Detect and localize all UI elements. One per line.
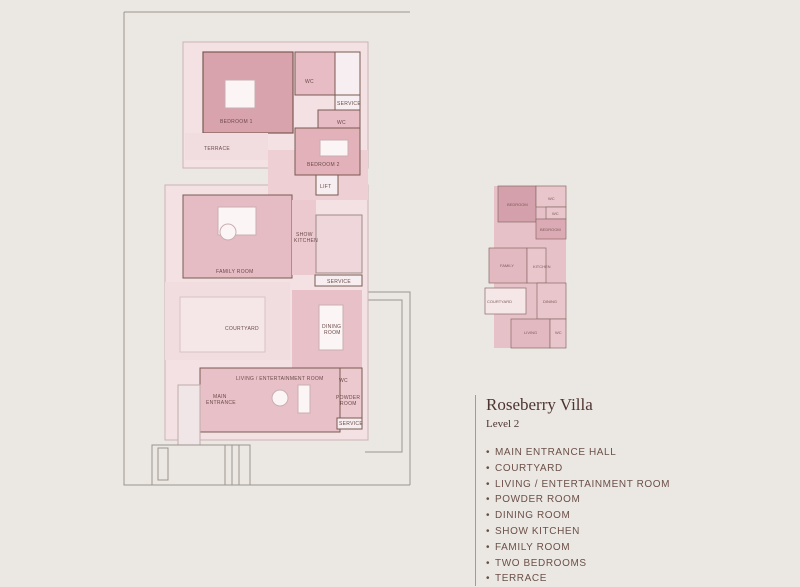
room-wc-1 <box>294 51 336 96</box>
svg-text:DINING: DINING <box>543 299 557 304</box>
label-living-room: LIVING / ENTERTAINMENT ROOM <box>236 376 324 382</box>
list-item: •COURTYARD <box>486 462 563 474</box>
room-service-3 <box>336 417 363 430</box>
list-item: •TWO BEDROOMS <box>486 557 587 569</box>
list-item: •TERRACE <box>486 573 547 585</box>
key-plan: BEDROOM WC WC BEDROOM FAMILY KITCHEN COU… <box>484 185 567 349</box>
bed-2 <box>319 139 349 157</box>
label-bedroom-1: BEDROOM 1 <box>220 119 253 125</box>
building <box>164 41 369 446</box>
svg-text:ENTRANCE: ENTRANCE <box>206 400 236 406</box>
label-service-2: SERVICE <box>327 279 351 285</box>
room-terrace <box>185 133 268 160</box>
label-family-room: FAMILY ROOM <box>216 269 254 275</box>
svg-text:KITCHEN: KITCHEN <box>294 238 318 244</box>
villa-title: Roseberry Villa <box>486 395 593 414</box>
label-wc-3: WC <box>339 378 348 384</box>
room-show-kitchen <box>292 200 316 275</box>
room-labels: BEDROOM 1 TERRACE WC SERVICE WC BEDROOM … <box>204 79 363 427</box>
site-outline <box>123 11 411 486</box>
list-item: •SHOW KITCHEN <box>486 525 580 537</box>
svg-text:BEDROOM: BEDROOM <box>540 227 561 232</box>
stairs <box>315 214 363 274</box>
room-service-2 <box>314 274 363 287</box>
label-main-entrance: MAIN <box>213 394 227 400</box>
svg-text:WC: WC <box>555 330 562 335</box>
svg-text:ROOM: ROOM <box>324 330 341 336</box>
svg-text:KITCHEN: KITCHEN <box>533 264 551 269</box>
room-powder <box>339 367 363 419</box>
list-item: •MAIN ENTRANCE HALL <box>486 447 617 458</box>
svg-text:WC: WC <box>552 211 559 216</box>
entrance-stairs <box>177 384 201 446</box>
feature-list: •MAIN ENTRANCE HALL •COURTYARD •LIVING /… <box>486 445 670 587</box>
list-item: •POWDER ROOM <box>486 494 581 506</box>
svg-text:LIVING: LIVING <box>524 330 537 335</box>
svg-text:BEDROOM: BEDROOM <box>507 202 528 207</box>
svg-text:WC: WC <box>548 196 555 201</box>
label-wc-1: WC <box>305 79 314 85</box>
list-item: •LIVING / ENTERTAINMENT ROOM <box>486 478 671 490</box>
svg-text:ROOM: ROOM <box>340 401 357 407</box>
bottom-steps <box>151 444 251 486</box>
label-bedroom-2: BEDROOM 2 <box>307 162 340 168</box>
villa-info-panel: Roseberry Villa Level 2 •MAIN ENTRANCE H… <box>475 395 670 586</box>
level-label: Level 2 <box>486 418 520 430</box>
svg-text:COURTYARD: COURTYARD <box>487 299 512 304</box>
label-service-3: SERVICE <box>339 421 363 427</box>
bed-1 <box>224 79 256 109</box>
label-lift: LIFT <box>320 184 331 190</box>
room-living <box>199 367 341 433</box>
label-terrace: TERRACE <box>204 146 230 152</box>
label-dining-room: DINING <box>322 324 341 330</box>
list-item: •DINING ROOM <box>486 510 571 522</box>
label-show-kitchen: SHOW <box>296 232 313 238</box>
lift <box>315 174 339 196</box>
list-item: •FAMILY ROOM <box>486 541 571 553</box>
label-powder-room: POWDER <box>336 395 360 401</box>
svg-text:FAMILY: FAMILY <box>500 263 514 268</box>
label-courtyard: COURTYARD <box>225 326 259 332</box>
label-service-1: SERVICE <box>337 101 361 107</box>
label-wc-2: WC <box>337 120 346 126</box>
